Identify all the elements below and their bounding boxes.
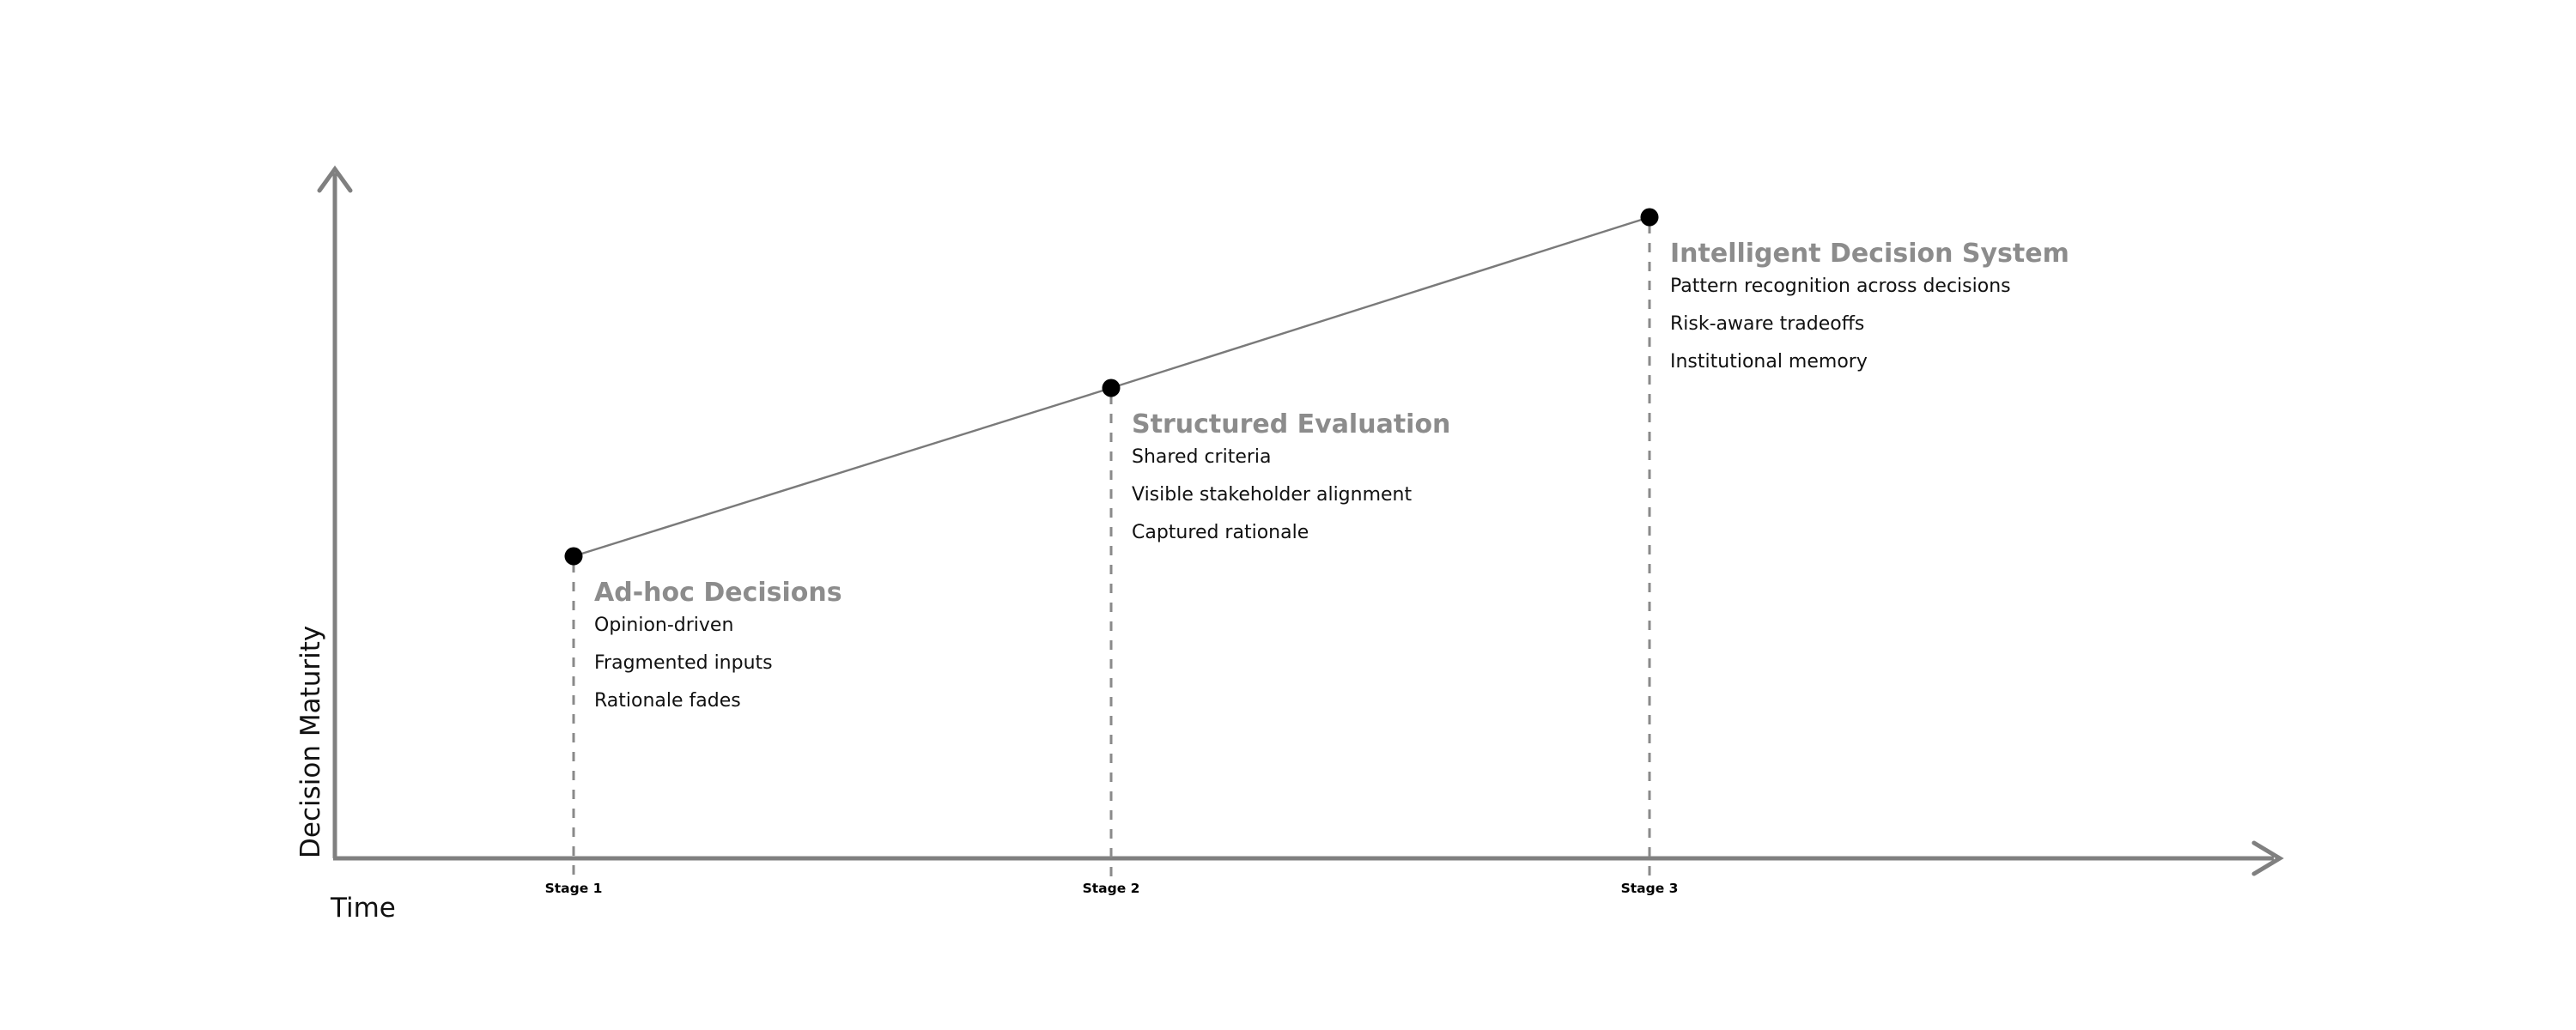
stage-1-bullet-2: Fragmented inputs	[594, 652, 773, 674]
x-tick-label-stage-3: Stage 3	[1620, 881, 1679, 896]
stage-2-bullet-2: Visible stakeholder alignment	[1132, 484, 1413, 506]
stage-3-heading: Intelligent Decision System	[1670, 239, 2069, 269]
y-axis-arrowhead-icon	[317, 165, 353, 193]
stage-2-bullet-3: Captured rationale	[1132, 522, 1309, 543]
stage-3-bullet-2: Risk-aware tradeoffs	[1670, 313, 1865, 335]
data-point-stage-2[interactable]	[1102, 379, 1121, 397]
stage-3-bullet-3: Institutional memory	[1670, 351, 1868, 373]
stage-annotation-3: Intelligent Decision System Pattern reco…	[1670, 239, 2069, 373]
stage-1-bullet-1: Opinion-driven	[594, 615, 734, 636]
stage-annotation-2: Structured Evaluation Shared criteria Vi…	[1132, 409, 1450, 544]
stage-annotation-1: Ad-hoc Decisions Opinion-driven Fragment…	[594, 578, 842, 712]
stage-3-bullet-list: Pattern recognition across decisions Ris…	[1670, 275, 2069, 373]
stage-2-bullet-1: Shared criteria	[1132, 446, 1272, 468]
stage-2-bullet-list: Shared criteria Visible stakeholder alig…	[1132, 445, 1450, 544]
stage-1-bullet-3: Rationale fades	[594, 690, 741, 712]
x-tick-label-stage-1: Stage 1	[544, 881, 603, 896]
data-point-stage-1[interactable]	[564, 547, 583, 566]
stage-2-heading: Structured Evaluation	[1132, 409, 1451, 439]
x-axis-arrowhead-icon	[2251, 840, 2284, 876]
y-axis-title: Decision Maturity	[295, 625, 326, 858]
stage-1-bullet-list: Opinion-driven Fragmented inputs Rationa…	[594, 614, 842, 712]
stage-3-bullet-1: Pattern recognition across decisions	[1670, 276, 2011, 297]
data-point-stage-3[interactable]	[1640, 208, 1659, 227]
stage-1-heading: Ad-hoc Decisions	[594, 578, 842, 608]
x-axis-title: Time	[331, 893, 396, 924]
x-tick-label-stage-2: Stage 2	[1082, 881, 1140, 896]
